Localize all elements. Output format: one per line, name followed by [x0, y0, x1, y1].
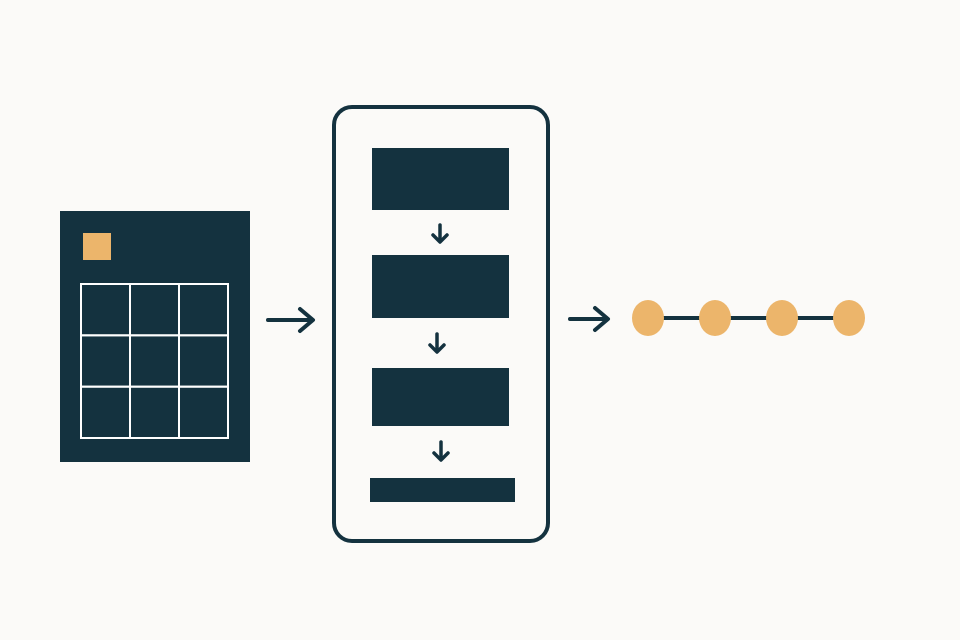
grid-cells — [80, 283, 229, 439]
arrow-down-icon — [428, 332, 446, 354]
sequence-dot — [699, 300, 731, 336]
grid-cell — [178, 385, 229, 439]
arrow-down-icon — [431, 223, 449, 244]
arrow-down-icon — [432, 440, 450, 462]
pipeline-stage-4 — [370, 478, 515, 502]
input-grid-node — [60, 211, 250, 462]
process-pipeline-node — [332, 105, 550, 543]
flow-arrow-right-icon — [266, 307, 315, 333]
accent-square-icon — [83, 233, 111, 260]
flow-arrow-right-icon — [568, 306, 610, 332]
pipeline-container — [332, 105, 550, 543]
pipeline-stage-2 — [372, 255, 509, 318]
sequence-dot — [766, 300, 798, 336]
output-sequence-node — [632, 300, 865, 336]
pipeline-stage-3 — [372, 368, 509, 426]
sequence-dot — [833, 300, 865, 336]
pipeline-stage-1 — [372, 148, 509, 210]
sequence-dot — [632, 300, 664, 336]
